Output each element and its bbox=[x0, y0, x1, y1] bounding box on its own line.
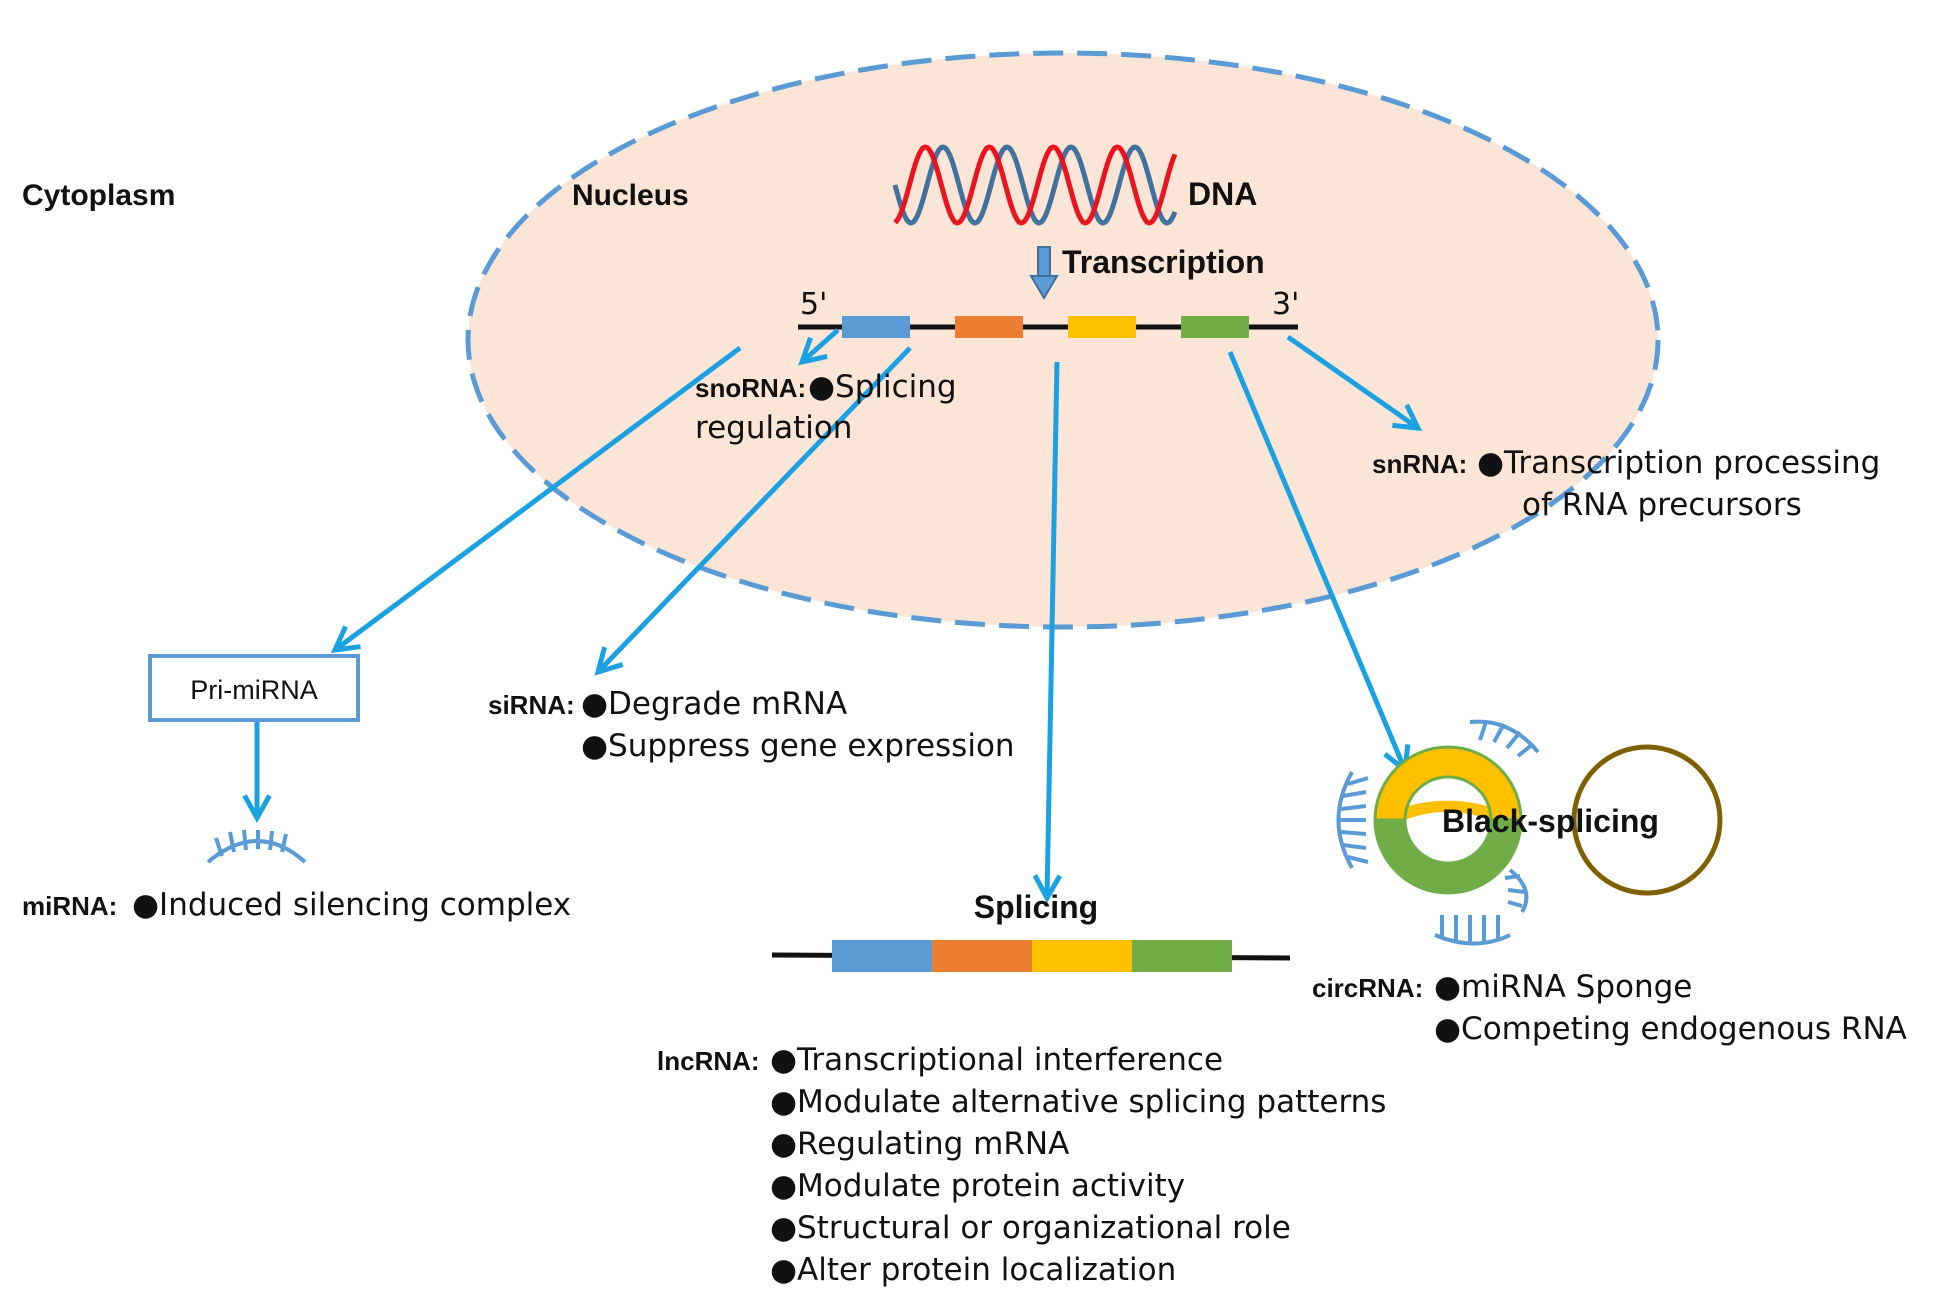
exon-orange bbox=[955, 316, 1023, 338]
lncrna-line-1: ●Transcriptional interference bbox=[770, 1042, 1223, 1078]
cytoplasm-label: Cytoplasm bbox=[22, 179, 175, 212]
spliced-mrna bbox=[771, 940, 1291, 972]
dna-strand-blue bbox=[892, 144, 1178, 226]
five-prime-label: 5' bbox=[800, 287, 827, 322]
pri-mirna-label: Pri-miRNA bbox=[190, 675, 318, 705]
spliced-exon-yellow bbox=[1032, 940, 1132, 972]
transcription-arrow-icon bbox=[1029, 246, 1059, 300]
circrna-line-1: ●miRNA Sponge bbox=[1434, 969, 1692, 1005]
dna-helix-icon bbox=[892, 144, 1178, 226]
snrna-line-2: of RNA precursors bbox=[1522, 487, 1802, 523]
pre-rna-gene bbox=[798, 316, 1298, 338]
lncrna-name: lncRNA: bbox=[657, 1046, 760, 1076]
circrna-icon bbox=[1373, 745, 1523, 895]
mirna-complex-icon bbox=[206, 829, 307, 864]
back-splicing-label: Black-splicing bbox=[1442, 803, 1659, 839]
dna-strand-red bbox=[893, 144, 1178, 226]
lncrna-line-6: ●Alter protein localization bbox=[770, 1252, 1176, 1288]
arrow-to-snrna bbox=[1286, 334, 1418, 428]
circrna-yellow-half bbox=[1375, 800, 1520, 820]
sirna-name: siRNA: bbox=[488, 690, 575, 720]
three-prime-label: 3' bbox=[1272, 287, 1299, 322]
spliced-exon-green bbox=[1132, 940, 1232, 972]
sirna-line-2: ●Suppress gene expression bbox=[581, 728, 1015, 764]
lncrna-line-4: ●Modulate protein activity bbox=[770, 1168, 1185, 1204]
snorna-line-1: ●Splicing bbox=[808, 369, 957, 405]
spliced-exon-orange bbox=[932, 940, 1032, 972]
snrna-line-1: ●Transcription processing bbox=[1477, 445, 1880, 481]
circrna-name: circRNA: bbox=[1312, 973, 1423, 1003]
pathway-arrows bbox=[257, 328, 1418, 898]
arrow-to-circrna bbox=[1227, 351, 1405, 770]
nucleus-membrane bbox=[465, 50, 1661, 630]
nucleus-label: Nucleus bbox=[572, 179, 689, 212]
circrna-ring-yellow bbox=[1373, 745, 1523, 822]
sirna-line-1: ●Degrade mRNA bbox=[581, 686, 847, 722]
mirna-name: miRNA: bbox=[22, 891, 117, 921]
snorna-line-2: regulation bbox=[695, 410, 852, 446]
pri-mirna-box bbox=[148, 654, 360, 722]
lncrna-line-2: ●Modulate alternative splicing patterns bbox=[770, 1084, 1386, 1120]
arrow-to-pri-mirna bbox=[335, 345, 742, 650]
spliced-exon-blue bbox=[832, 940, 932, 972]
splicing-label: Splicing bbox=[974, 889, 1098, 925]
circrna-line-2: ●Competing endogenous RNA bbox=[1434, 1011, 1907, 1047]
arrow-to-sirna bbox=[598, 346, 912, 672]
circular-rna-ring bbox=[1571, 744, 1723, 896]
arrow-to-snorna bbox=[802, 328, 840, 362]
arrow-to-splicing bbox=[1047, 361, 1057, 898]
snorna-name: snoRNA: bbox=[695, 373, 806, 403]
mirna-line-1: ●Induced silencing complex bbox=[132, 887, 571, 923]
dna-label: DNA bbox=[1188, 176, 1257, 212]
circrna-ring-green bbox=[1373, 818, 1523, 895]
exon-blue bbox=[842, 316, 910, 338]
lncrna-line-3: ●Regulating mRNA bbox=[770, 1126, 1069, 1162]
lncrna-line-5: ●Structural or organizational role bbox=[770, 1210, 1291, 1246]
exon-green bbox=[1181, 316, 1249, 338]
snrna-name: snRNA: bbox=[1372, 449, 1467, 479]
bound-mirna-icons bbox=[1336, 719, 1540, 946]
exon-yellow bbox=[1068, 316, 1136, 338]
transcription-label: Transcription bbox=[1062, 244, 1265, 280]
